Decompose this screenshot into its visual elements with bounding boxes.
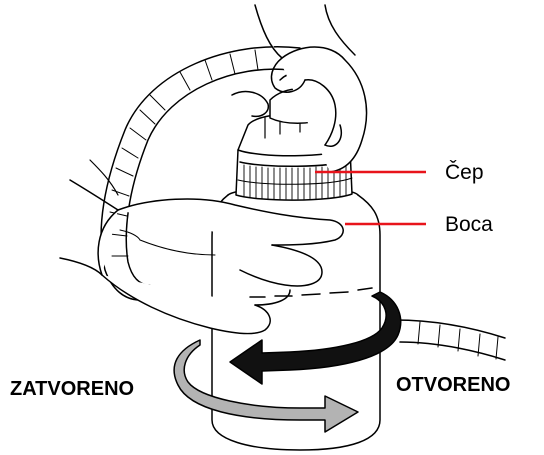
closed-direction-label: ZATVORENO [10, 379, 134, 399]
bottle-label: Boca [445, 214, 493, 235]
open-direction-label: OTVORENO [396, 375, 510, 395]
cap-label: Čep [445, 162, 484, 183]
